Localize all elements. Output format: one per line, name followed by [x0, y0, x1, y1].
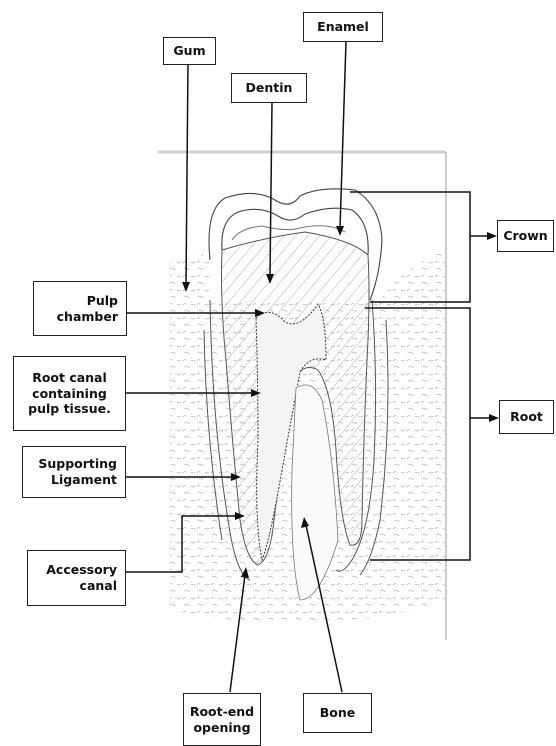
accessory-canal-label: Accessory canal: [27, 550, 126, 606]
enamel-label: Enamel: [303, 12, 383, 42]
dentin-label: Dentin: [231, 73, 307, 103]
root-arrowhead: [489, 414, 499, 422]
enamel-pointer: [340, 42, 346, 228]
gum-label: Gum: [163, 37, 216, 65]
root-canal-label: Root canal containing pulp tissue.: [13, 356, 126, 431]
root-end-opening-label: Root-end opening: [183, 693, 261, 746]
gum-pointer: [186, 62, 188, 285]
pulp-chamber-label: Pulp chamber: [33, 281, 127, 336]
crown-arrowhead: [487, 232, 497, 240]
crown-label: Crown: [497, 220, 554, 252]
bone-label: Bone: [303, 693, 372, 733]
root-label: Root: [499, 400, 554, 434]
supporting-ligament-label: Supporting Ligament: [22, 446, 126, 498]
